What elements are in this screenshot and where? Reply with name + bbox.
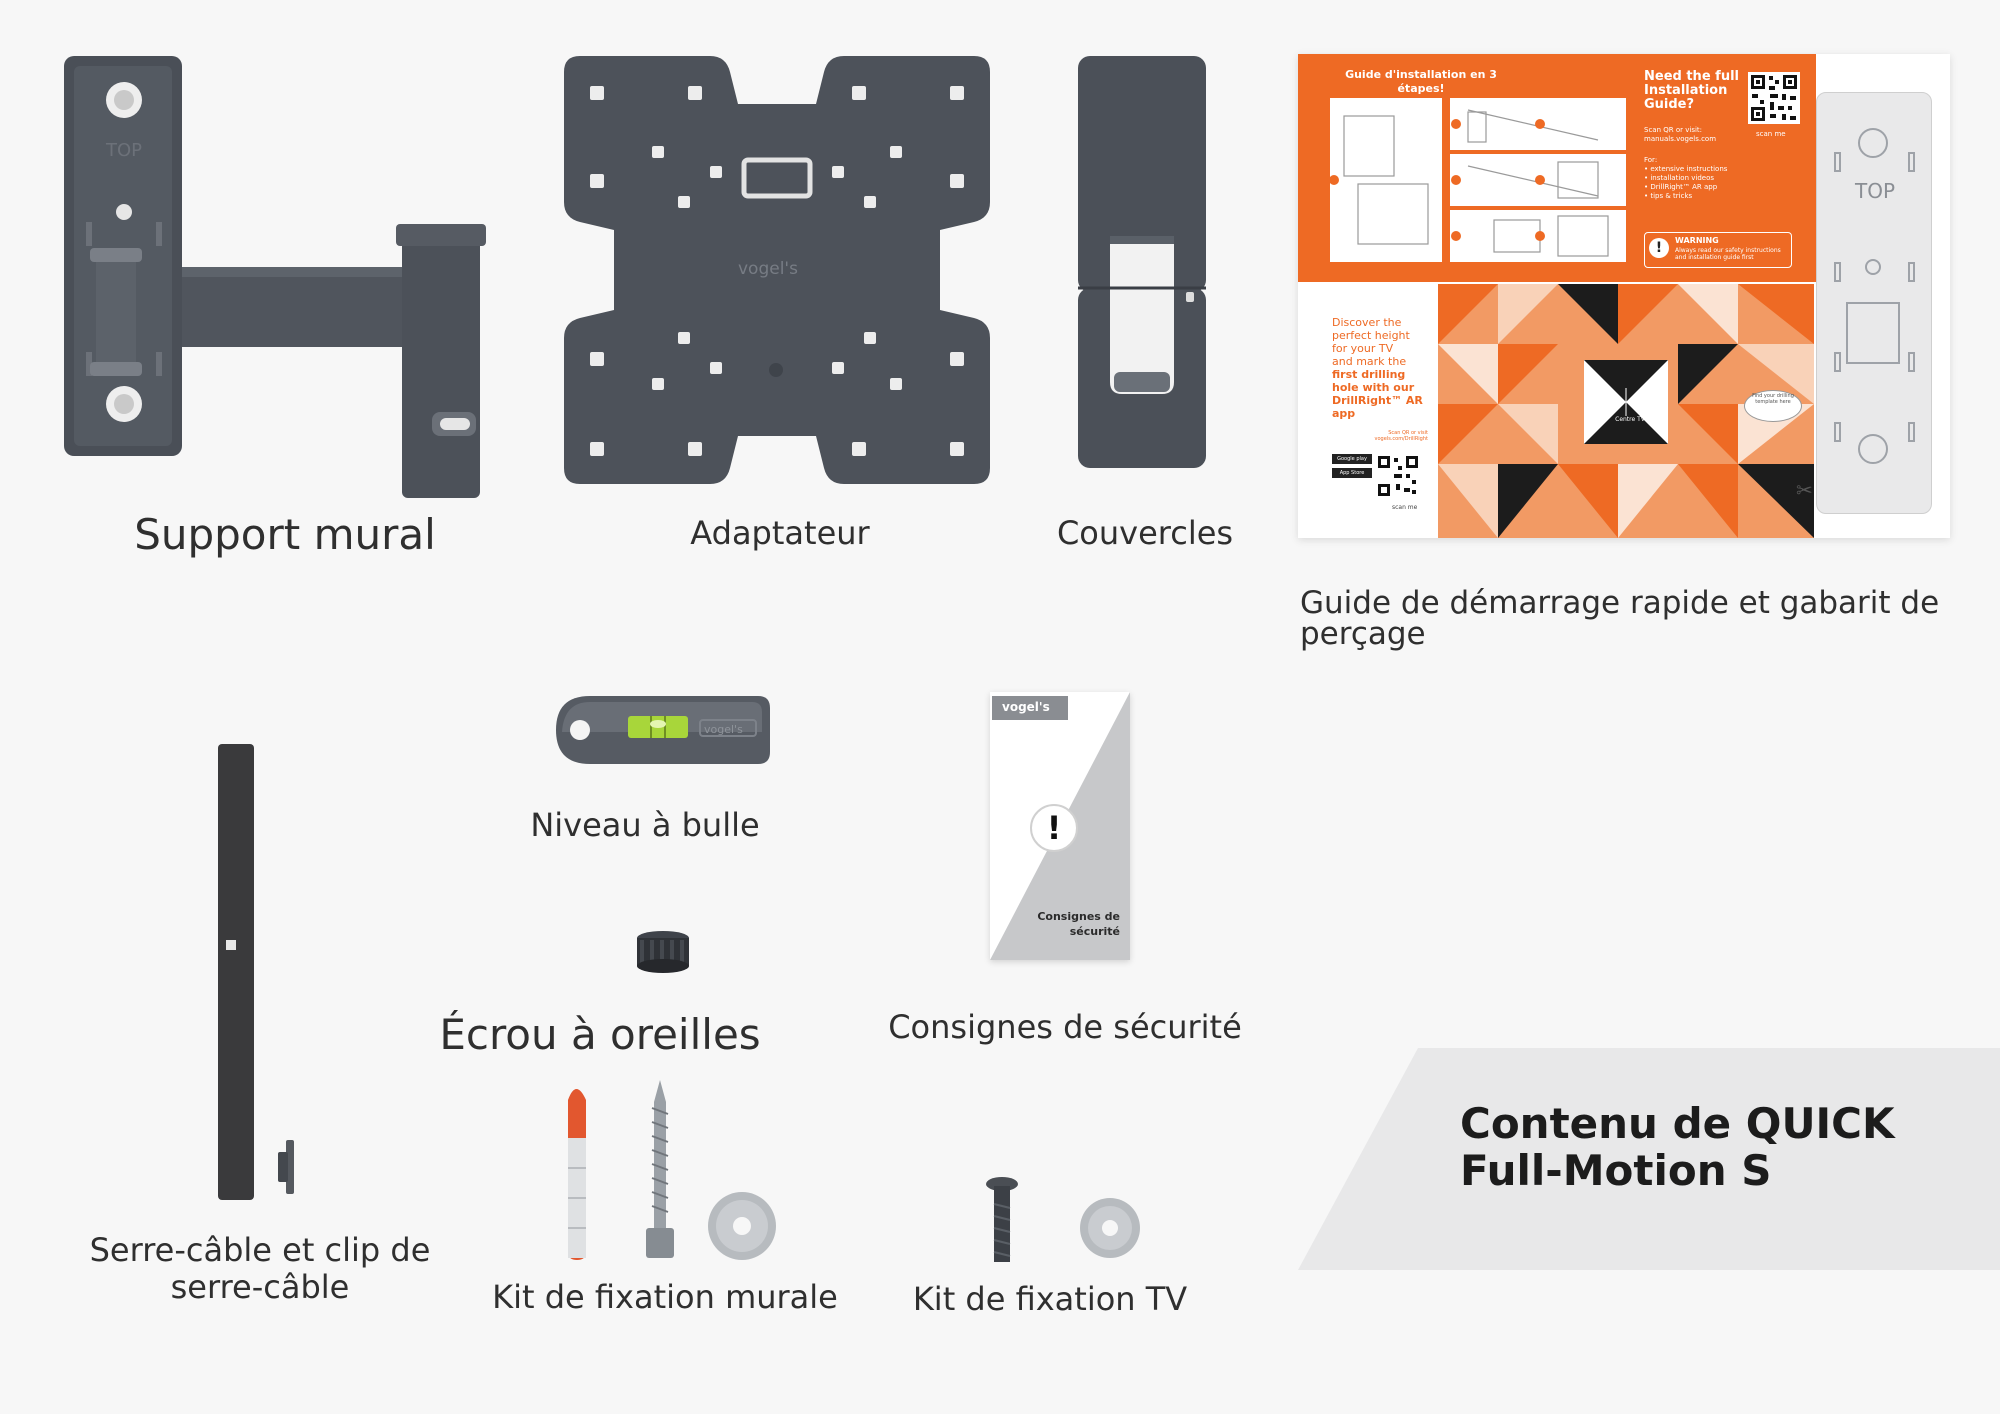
guide-discover-line-1: Discover the	[1332, 316, 1402, 329]
guide-drilling-template: TOP	[1816, 92, 1932, 514]
wall-mount-image: TOP	[64, 56, 486, 498]
title-line-2: Full-Motion S	[1460, 1146, 1772, 1195]
spirit-level-image: vogel's	[556, 696, 770, 764]
wall-plate-top-mark: TOP	[105, 140, 142, 161]
guide-for-label: For:	[1644, 156, 1658, 164]
safety-booklet-text-2: sécurité	[1069, 925, 1120, 938]
quick-start-guide-sheet: Guide d'installation en 3 étapes!	[1298, 54, 1950, 538]
guide-qr-code-small	[1376, 454, 1420, 498]
guide-for-item-2: • installation videos	[1644, 174, 1714, 182]
guide-geometric-pattern	[1438, 284, 1814, 538]
title-band	[1298, 1048, 2000, 1270]
guide-warning-title: WARNING	[1675, 236, 1719, 245]
cable-tie-label: Serre-câble et clip de serre-câble	[89, 1231, 431, 1306]
adapter-label: Adaptateur	[690, 514, 870, 552]
wing-nut-image	[637, 931, 689, 973]
wall-fixing-kit-image	[568, 1080, 776, 1260]
title-line-1: Contenu de QUICK	[1460, 1099, 1895, 1148]
guide-for-item-4: • tips & tricks	[1644, 192, 1693, 200]
guide-discover-block: Discover the perfect height for your TV …	[1332, 316, 1432, 420]
guide-discover-bold-2: hole with our	[1332, 381, 1415, 394]
guide-discover-line-4: and mark the	[1332, 355, 1407, 368]
wall-mount-label: Support mural	[134, 510, 436, 559]
guide-scan-small: Scan QR or visit vogels.com/DrillRight	[1374, 430, 1428, 442]
title-heading: Contenu de QUICK Full-Motion S	[1460, 1100, 1895, 1194]
guide-discover-bold-1: first drilling	[1332, 368, 1406, 381]
guide-discover-line-2: perfect height	[1332, 329, 1410, 342]
covers-image	[1078, 56, 1206, 468]
cable-tie-image	[218, 744, 294, 1200]
safety-booklet-text-1: Consignes de	[1037, 910, 1120, 923]
scissors-icon: ✂	[1796, 478, 1813, 502]
guide-orange-panel: Guide d'installation en 3 étapes!	[1298, 54, 1816, 282]
level-label: Niveau à bulle	[530, 806, 760, 844]
covers-label: Couvercles	[1056, 514, 1234, 552]
guide-app-store-badge: App Store	[1332, 468, 1372, 478]
adapter-brand-mark: vogel's	[738, 259, 798, 279]
safety-warning-icon: !	[1030, 804, 1078, 852]
guide-discover-bold-3: DrillRight™ AR	[1332, 394, 1423, 407]
safety-label: Consignes de sécurité	[888, 1008, 1242, 1046]
guide-scan-me-small: scan me	[1392, 504, 1418, 511]
tv-kit-label: Kit de fixation TV	[912, 1280, 1188, 1318]
guide-warning-box: ! WARNING Always read our safety instruc…	[1644, 232, 1792, 268]
safety-brand-mark: vogel's	[1002, 700, 1050, 714]
guide-center-tv: Centre TV	[1615, 416, 1645, 423]
tv-fixing-kit-image	[986, 1177, 1140, 1262]
wing-nut-label: Écrou à oreilles	[439, 1010, 761, 1059]
level-brand-mark: vogel's	[704, 723, 743, 736]
guide-heading: Guide d'installation en 3 étapes!	[1345, 68, 1497, 95]
guide-discover-line-3: for your TV	[1332, 342, 1394, 355]
adapter-image: vogel's	[564, 56, 990, 484]
guide-label: Guide de démarrage rapide et gabarit de …	[1300, 585, 1940, 652]
guide-step-sketches	[1329, 109, 1609, 257]
wall-kit-label: Kit de fixation murale	[492, 1278, 838, 1316]
guide-warning-text: Always read our safety instructions and …	[1675, 247, 1781, 261]
guide-find-drill-callout: Find your drilling template here	[1744, 390, 1802, 422]
template-top-mark: TOP	[1855, 179, 1896, 203]
guide-discover-bold-4: app	[1332, 407, 1356, 420]
guide-qr-code	[1748, 72, 1800, 124]
guide-step-box-1	[1330, 98, 1442, 262]
guide-google-play-badge: Google play	[1332, 454, 1372, 464]
guide-for-item-1: • extensive instructions	[1644, 165, 1728, 173]
guide-for-item-3: • DrillRight™ AR app	[1644, 183, 1718, 191]
warning-icon: !	[1649, 238, 1669, 258]
guide-need-full: Need the full Installation Guide?	[1644, 69, 1739, 112]
guide-scan-me: scan me	[1756, 130, 1786, 138]
safety-booklet: vogel's ! Consignes de sécurité	[990, 692, 1130, 960]
template-markings	[1834, 128, 1915, 464]
guide-scan-visit: Scan QR or visit: manuals.vogels.com	[1644, 126, 1717, 143]
